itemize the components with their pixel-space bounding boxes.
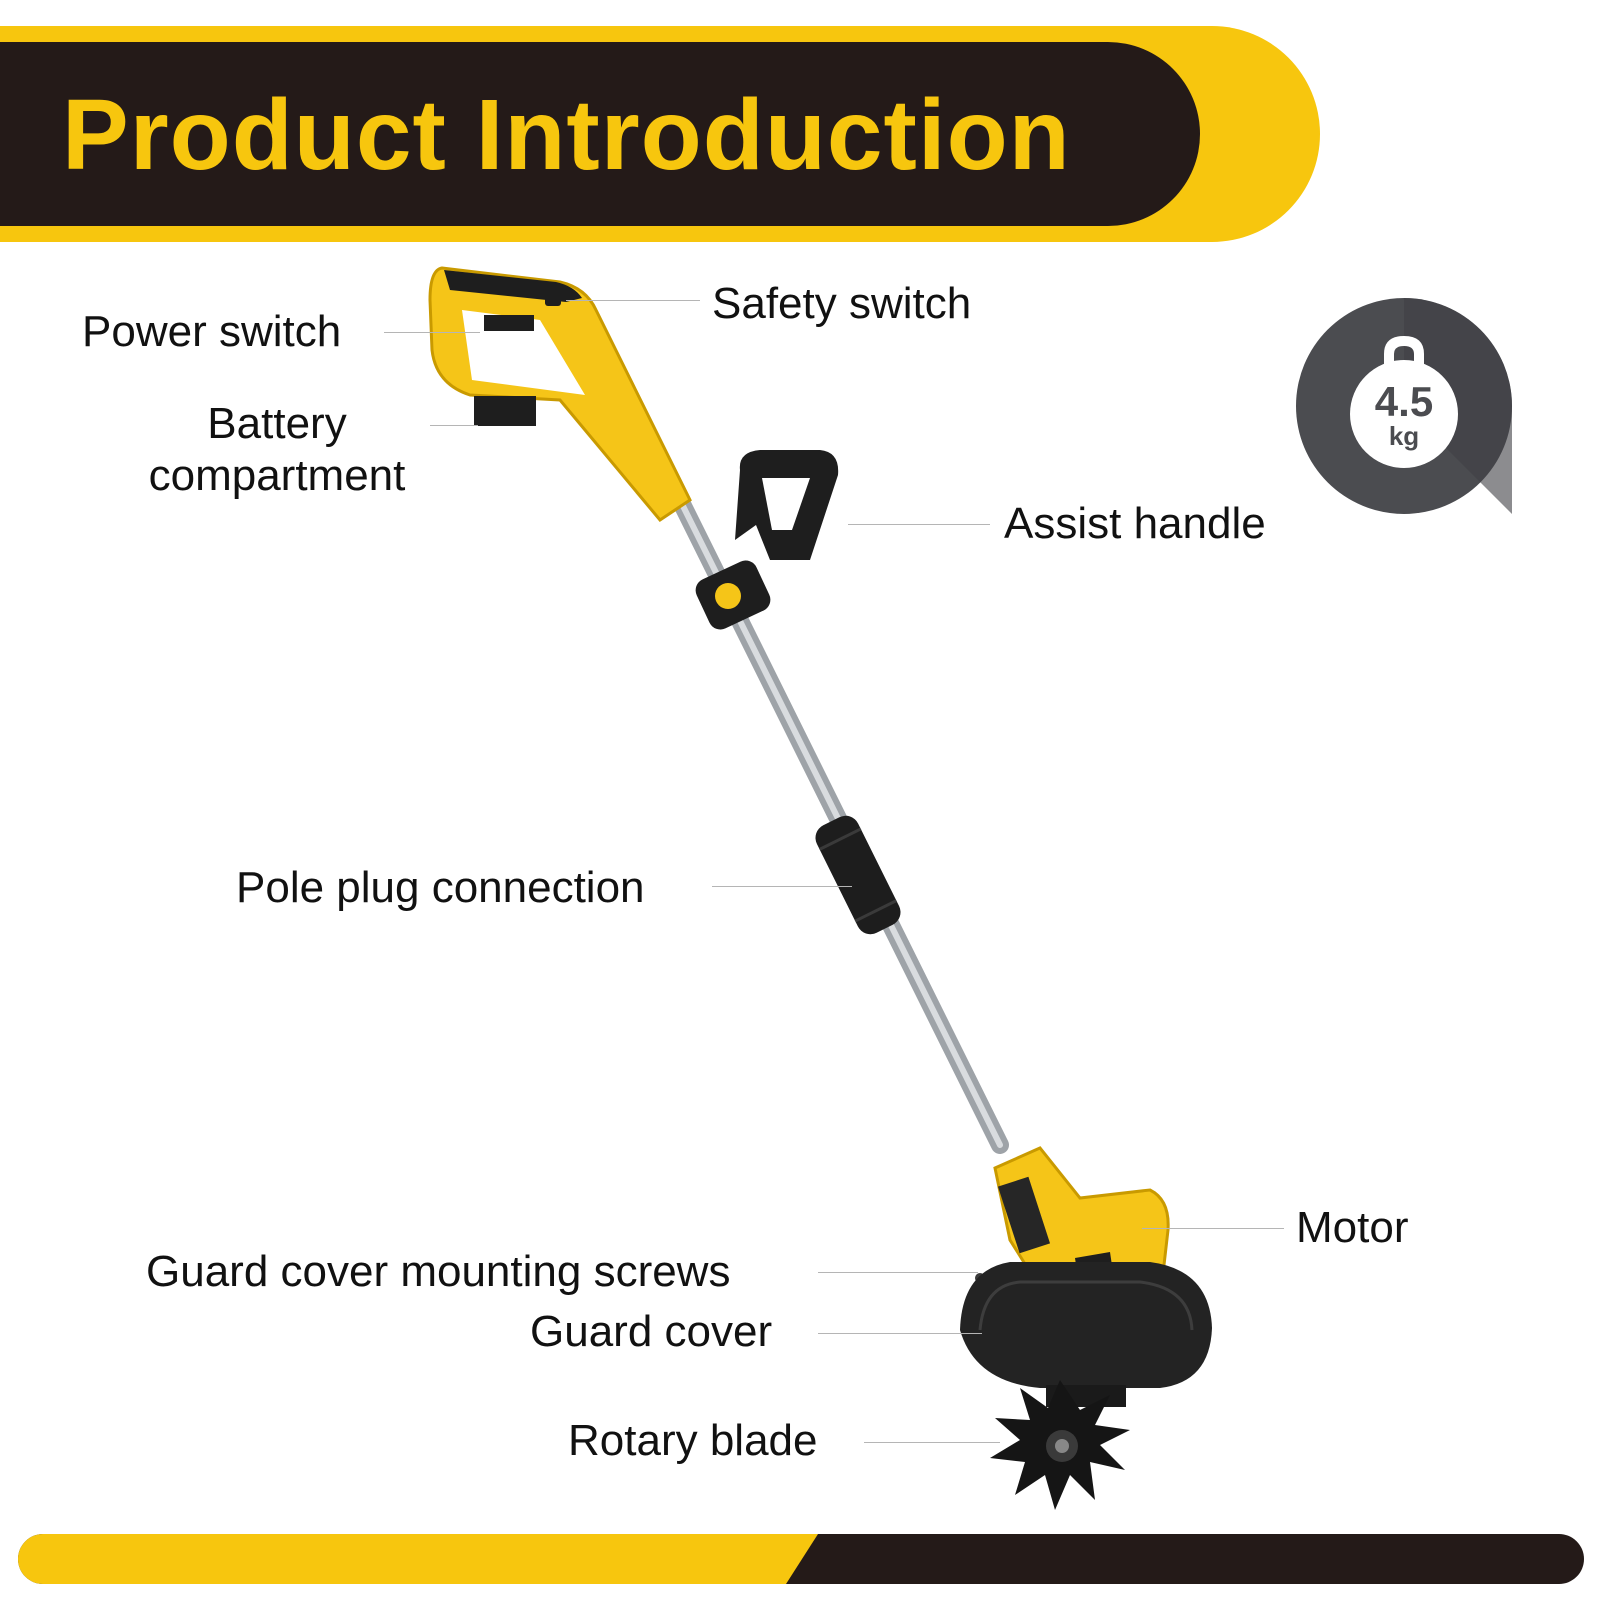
- label-pole-plug-connection: Pole plug connection: [236, 863, 645, 912]
- leader-guard-cover: [818, 1333, 982, 1334]
- leader-safety-switch: [566, 300, 700, 301]
- leader-pole-plug-connection: [712, 886, 852, 887]
- label-guard-cover: Guard cover: [530, 1307, 773, 1356]
- leader-guard-cover-mounting-screws: [818, 1272, 978, 1273]
- weight-unit: kg: [1388, 421, 1420, 451]
- footer-bar-yellow: [18, 1534, 818, 1584]
- page-title: Product Introduction: [62, 79, 1071, 191]
- leader-assist-handle: [848, 524, 990, 525]
- leader-motor: [1142, 1228, 1284, 1229]
- header-banner-inner: [0, 42, 1200, 226]
- kettlebell-icon: [1350, 298, 1512, 514]
- label-battery-compartment: Battery compartment: [132, 398, 422, 502]
- leader-rotary-blade: [864, 1442, 1000, 1443]
- weight-badge: 4.5 kg: [1296, 298, 1512, 514]
- label-safety-switch: Safety switch: [712, 279, 972, 328]
- footer-bar: [18, 1534, 1584, 1584]
- weight-value: 4.5: [1374, 378, 1434, 425]
- label-power-switch: Power switch: [82, 307, 342, 356]
- label-battery-line2: compartment: [148, 451, 406, 500]
- label-rotary-blade: Rotary blade: [568, 1416, 818, 1465]
- label-battery-line1: Battery: [207, 399, 347, 448]
- leader-power-switch: [384, 332, 480, 333]
- label-assist-handle: Assist handle: [1004, 499, 1266, 548]
- label-guard-cover-mounting-screws: Guard cover mounting screws: [146, 1247, 731, 1296]
- rotary-blade-shape: [990, 1380, 1130, 1510]
- label-motor: Motor: [1296, 1203, 1409, 1252]
- leader-battery-compartment: [430, 425, 478, 426]
